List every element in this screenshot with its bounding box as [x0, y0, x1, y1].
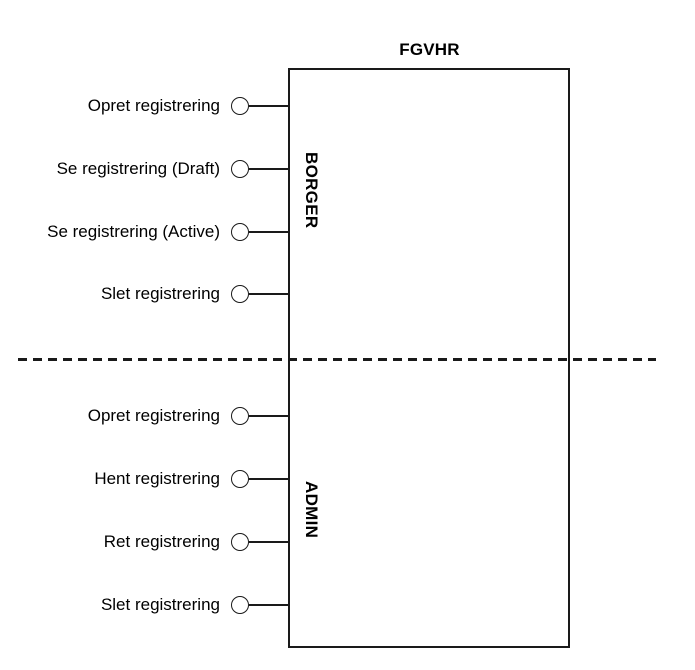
provided-interface-circle-icon: [231, 596, 249, 614]
interface-label: Opret registrering: [87, 406, 220, 425]
interface-connector-line: [249, 604, 290, 606]
partition-label-borger: BORGER: [302, 152, 321, 229]
interface-label: Slet registrering: [100, 595, 220, 614]
provided-interface-circle-icon: [231, 407, 249, 425]
interface-connector-line: [249, 415, 290, 417]
interface-connector-line: [249, 541, 290, 543]
interface-row: Slet registrering: [0, 282, 290, 306]
provided-interface-circle-icon: [231, 223, 249, 241]
interface-row: Se registrering (Active): [0, 220, 290, 244]
partition-label-admin: ADMIN: [302, 481, 321, 539]
interface-connector-line: [249, 105, 290, 107]
swimlane-divider-dashed-line: [18, 358, 656, 361]
interface-label: Opret registrering: [87, 96, 220, 115]
interface-connector-line: [249, 168, 290, 170]
interface-row: Hent registrering: [0, 467, 290, 491]
component-title: FGVHR: [399, 40, 460, 59]
interface-row: Se registrering (Draft): [0, 157, 290, 181]
interface-row: Ret registrering: [0, 530, 290, 554]
provided-interface-circle-icon: [231, 533, 249, 551]
interface-connector-line: [249, 293, 290, 295]
interface-label: Se registrering (Draft): [56, 159, 220, 178]
interface-row: Slet registrering: [0, 593, 290, 617]
provided-interface-circle-icon: [231, 97, 249, 115]
interface-label: Hent registrering: [94, 469, 220, 488]
interface-label: Ret registrering: [103, 532, 220, 551]
interface-row: Opret registrering: [0, 94, 290, 118]
interface-connector-line: [249, 478, 290, 480]
provided-interface-circle-icon: [231, 285, 249, 303]
interface-connector-line: [249, 231, 290, 233]
interface-label: Slet registrering: [100, 284, 220, 303]
provided-interface-circle-icon: [231, 160, 249, 178]
interface-row: Opret registrering: [0, 404, 290, 428]
interface-label: Se registrering (Active): [47, 222, 220, 241]
provided-interface-circle-icon: [231, 470, 249, 488]
